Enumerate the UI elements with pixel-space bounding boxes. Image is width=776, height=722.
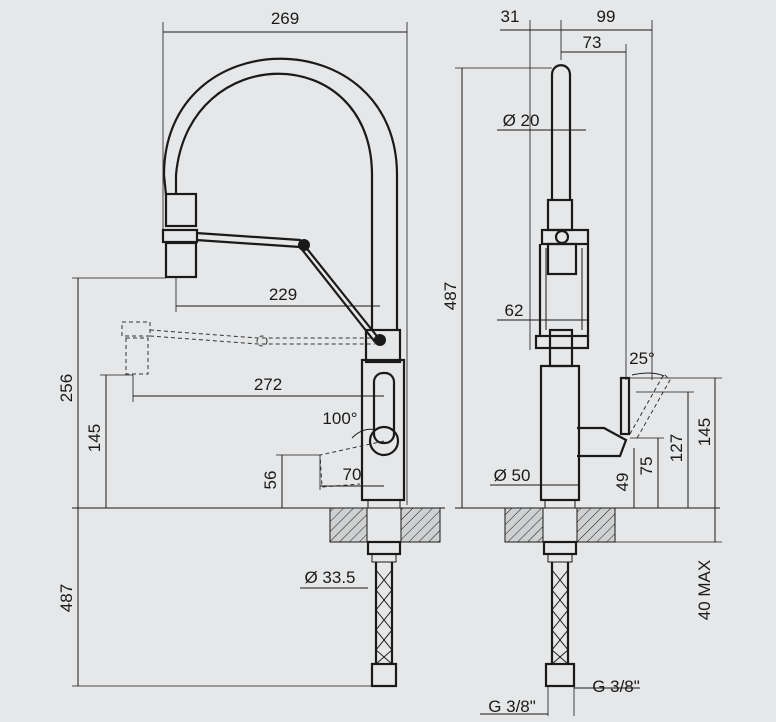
side-dimensions bbox=[455, 20, 722, 716]
dim-depth-spout: 73 bbox=[583, 33, 602, 52]
dim-depth-total: 99 bbox=[597, 7, 616, 26]
dim-offset-rear: 31 bbox=[501, 7, 520, 26]
dim-spout-reach: 229 bbox=[269, 285, 297, 304]
front-faucet-body bbox=[360, 328, 406, 509]
front-spout bbox=[161, 57, 399, 346]
dim-connection-right: G 3/8" bbox=[592, 677, 640, 696]
side-spout bbox=[534, 64, 590, 368]
side-hose bbox=[542, 540, 578, 688]
dim-handle-offset: 70 bbox=[343, 465, 362, 484]
front-view: 269 229 272 100° 70 Ø 33.5 256 145 56 48… bbox=[57, 9, 445, 688]
dim-clip-width: 62 bbox=[505, 301, 524, 320]
dim-connection-left: G 3/8" bbox=[488, 697, 536, 716]
front-extended-position bbox=[121, 321, 375, 375]
dim-overall-height: 487 bbox=[441, 282, 460, 310]
dim-max-deck-thickness: 40 MAX bbox=[695, 560, 714, 620]
dim-shank-diameter: Ø 33.5 bbox=[304, 568, 355, 587]
dim-body-diameter: Ø 50 bbox=[494, 466, 531, 485]
dim-lever-height: 145 bbox=[695, 418, 714, 446]
dim-extended-reach: 272 bbox=[254, 375, 282, 394]
dim-handle-base-height: 56 bbox=[261, 471, 280, 490]
dim-spout-diameter: Ø 20 bbox=[503, 111, 540, 130]
dim-lever-low-height: 75 bbox=[637, 457, 656, 476]
dim-height-to-spout: 256 bbox=[57, 374, 76, 402]
front-countertop bbox=[72, 507, 445, 543]
dim-lever-mid-height: 127 bbox=[667, 434, 686, 462]
dim-overall-width: 269 bbox=[271, 9, 299, 28]
front-hose bbox=[366, 540, 402, 688]
dim-handle-angle-side: 25° bbox=[629, 349, 655, 368]
side-view: 31 99 73 Ø 20 62 Ø 50 25° 487 145 127 75… bbox=[441, 7, 722, 716]
side-countertop bbox=[455, 507, 720, 543]
dim-hose-length: 487 bbox=[57, 584, 76, 612]
dim-height-to-handle: 145 bbox=[85, 424, 104, 452]
dim-handle-angle: 100° bbox=[322, 409, 357, 428]
front-dimensions bbox=[72, 22, 408, 687]
dim-lever-base-height: 49 bbox=[613, 473, 632, 492]
side-faucet-body bbox=[539, 364, 671, 509]
